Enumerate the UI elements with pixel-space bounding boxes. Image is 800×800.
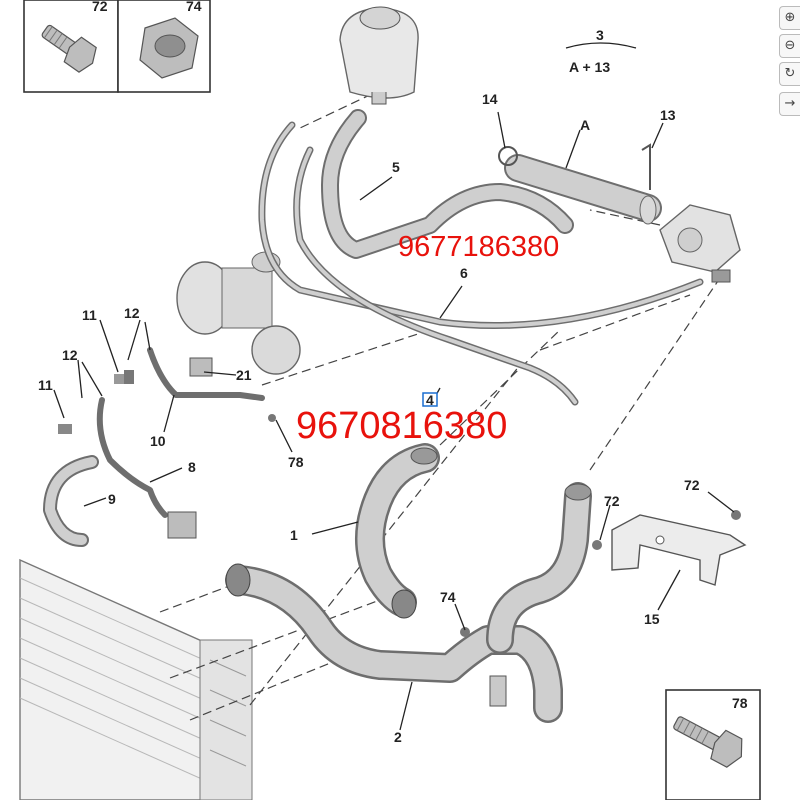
label-9: 9 [108, 491, 116, 507]
label-12-left: 12 [62, 347, 78, 363]
thermostat-housing [659, 204, 741, 283]
label-3: 3 [596, 27, 604, 43]
svg-text:74: 74 [186, 0, 202, 14]
arrow-right-icon[interactable]: → [779, 92, 800, 116]
inset-bolt-78: 78 [665, 689, 761, 800]
label-72-right: 72 [684, 477, 700, 493]
label-5: 5 [392, 159, 400, 175]
label-11-left: 11 [38, 377, 53, 393]
leader-lines [53, 42, 735, 731]
bracket-15 [611, 514, 747, 586]
label-a-plus-13: A + 13 [569, 59, 610, 75]
label-12-top: 12 [124, 305, 140, 321]
label-74: 74 [440, 589, 456, 605]
label-11-top: 11 [82, 307, 97, 323]
clip-13 [641, 143, 651, 190]
fasteners [58, 370, 741, 637]
label-2: 2 [394, 729, 402, 745]
turbo-pipes [43, 347, 265, 547]
inset-bolt-72: 72 [23, 0, 119, 93]
pipe-a [498, 146, 662, 225]
label-4: 4 [426, 392, 434, 408]
svg-text:78: 78 [732, 695, 748, 711]
hose-1 [355, 443, 440, 619]
label-14: 14 [482, 91, 498, 107]
zoom-in-icon[interactable]: ⊕ [779, 6, 800, 30]
label-a: A [580, 117, 590, 133]
callout-labels: 3 A + 13 14 A 13 5 6 11 12 12 11 21 10 7… [38, 27, 700, 745]
label-13: 13 [660, 107, 676, 123]
label-1: 1 [290, 527, 298, 543]
label-72-mid: 72 [604, 493, 620, 509]
part-number-top: 9677186380 [398, 231, 559, 263]
hose-5 [321, 109, 574, 259]
svg-text:72: 72 [92, 0, 108, 14]
inset-nut-74: 74 [117, 0, 211, 93]
label-8: 8 [188, 459, 196, 475]
part-number-bottom: 9670816380 [296, 405, 507, 447]
hose-2 [225, 482, 592, 723]
thin-pipes [258, 121, 704, 406]
label-21: 21 [236, 367, 252, 383]
label-10: 10 [150, 433, 166, 449]
selection-marker-4[interactable]: 4 [422, 392, 438, 408]
label-78: 78 [288, 454, 304, 470]
label-6: 6 [460, 265, 468, 281]
dashed-connections [159, 93, 723, 721]
zoom-out-icon[interactable]: ⊖ [779, 34, 800, 58]
expansion-tank [339, 6, 419, 105]
radiator [19, 558, 253, 800]
label-15: 15 [644, 611, 660, 627]
rotate-icon[interactable]: ↻ [779, 62, 800, 86]
turbocharger [176, 251, 301, 375]
